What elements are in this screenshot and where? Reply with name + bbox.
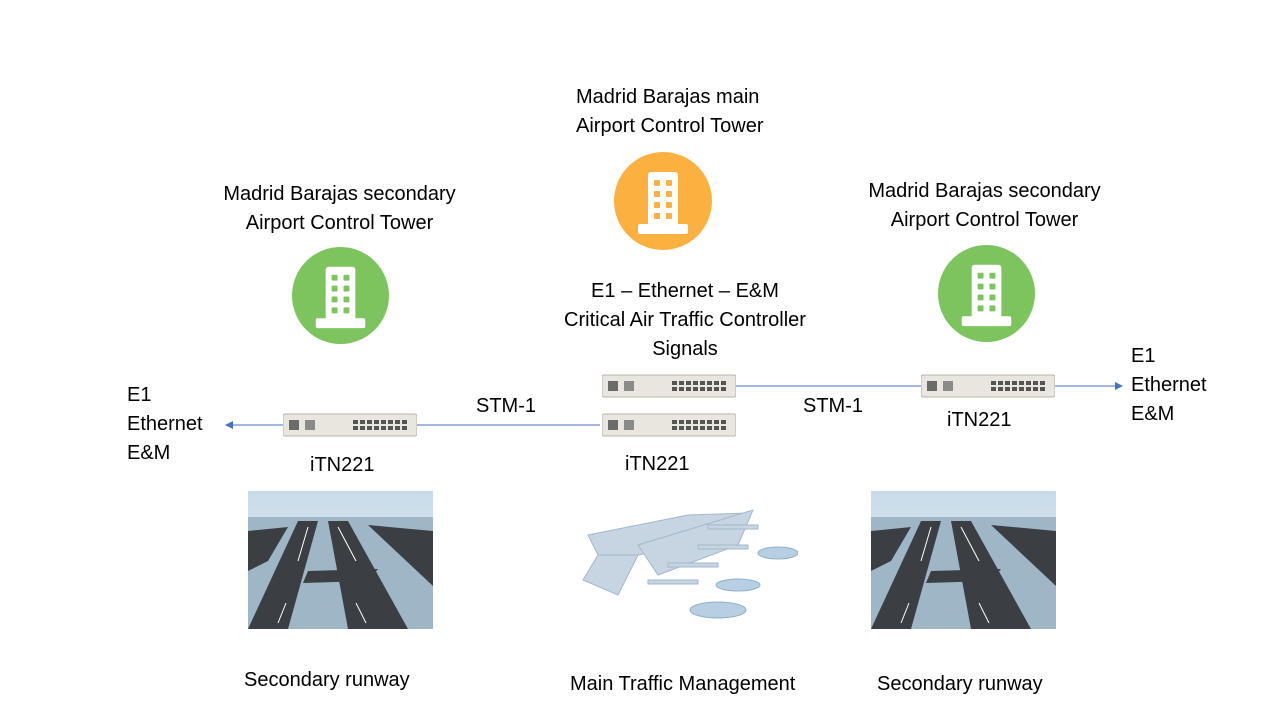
right-tower-label-line2: Airport Control Tower bbox=[890, 209, 1079, 231]
interface-item: E&M bbox=[127, 442, 171, 464]
center-signals-line2: Critical Air Traffic Controller bbox=[564, 309, 806, 331]
center-signals-line3: Signals bbox=[652, 338, 718, 360]
itn221-device-center-bottom bbox=[602, 412, 736, 438]
building-icon bbox=[938, 245, 1035, 342]
main-tower-label-line1: Madrid Barajas main bbox=[576, 86, 760, 108]
caption-left: Secondary runway bbox=[244, 669, 410, 691]
itn221-device-left bbox=[283, 412, 417, 438]
interface-item: E1 bbox=[1131, 345, 1156, 367]
interface-item: E1 bbox=[127, 384, 152, 406]
center-signals-line1: E1 – Ethernet – E&M bbox=[591, 280, 779, 302]
interface-item: E&M bbox=[1131, 403, 1175, 425]
link-label-right: STM-1 bbox=[803, 395, 863, 417]
left-tower-label-line1: Madrid Barajas secondary bbox=[223, 183, 456, 205]
left-interfaces: E1 Ethernet E&M bbox=[127, 381, 203, 468]
link-label-left: STM-1 bbox=[476, 395, 536, 417]
interface-item: Ethernet bbox=[127, 413, 203, 435]
runway-image-left bbox=[248, 491, 433, 629]
right-tower-label-line1: Madrid Barajas secondary bbox=[868, 180, 1101, 202]
itn221-device-center-top bbox=[602, 373, 736, 399]
main-tower-label-line2: Airport Control Tower bbox=[576, 115, 764, 137]
interface-item: Ethernet bbox=[1131, 374, 1207, 396]
device-label-right: iTN221 bbox=[947, 409, 1012, 431]
left-tower-label-line2: Airport Control Tower bbox=[245, 212, 434, 234]
left-tower-label: Madrid Barajas secondary Airport Control… bbox=[212, 180, 467, 238]
right-tower-label: Madrid Barajas secondary Airport Control… bbox=[857, 177, 1112, 235]
building-icon bbox=[292, 247, 389, 344]
device-label-left: iTN221 bbox=[310, 454, 375, 476]
terminal-image bbox=[578, 505, 798, 635]
itn221-device-right bbox=[921, 373, 1055, 399]
right-interfaces: E1 Ethernet E&M bbox=[1131, 342, 1207, 429]
caption-center: Main Traffic Management bbox=[570, 673, 796, 695]
runway-image-right bbox=[871, 491, 1056, 629]
caption-right: Secondary runway bbox=[877, 673, 1043, 695]
center-signals-label: E1 – Ethernet – E&M Critical Air Traffic… bbox=[540, 277, 830, 364]
device-label-center: iTN221 bbox=[625, 453, 690, 475]
main-tower-label: Madrid Barajas main Airport Control Towe… bbox=[576, 83, 763, 141]
building-icon bbox=[614, 152, 712, 250]
